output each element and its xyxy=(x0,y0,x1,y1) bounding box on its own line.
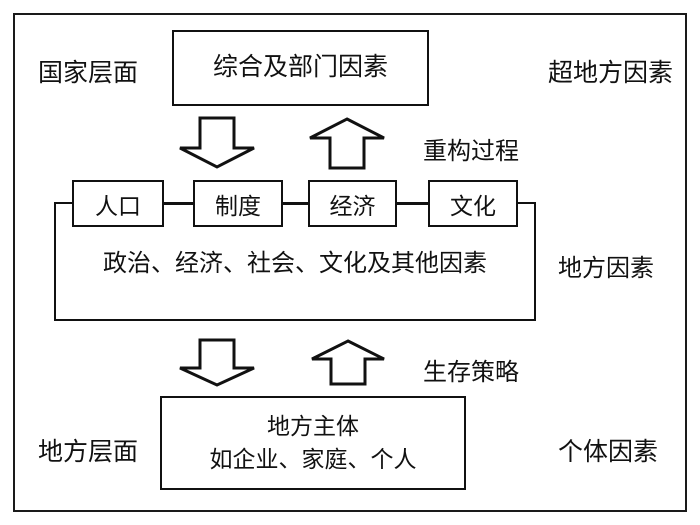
factor-box-population: 人口 xyxy=(72,180,164,227)
factor-box-institution: 制度 xyxy=(193,180,283,227)
label-local-factors: 地方因素 xyxy=(558,256,654,282)
factor-label-population: 人口 xyxy=(95,193,141,219)
label-survival-strategy: 生存策略 xyxy=(423,360,519,386)
label-national-level: 国家层面 xyxy=(38,60,139,87)
label-restructuring-process: 重构过程 xyxy=(423,139,519,165)
box-local-actors: 地方主体 如企业、家庭、个人 xyxy=(160,396,466,490)
connector-population-institution xyxy=(163,202,194,205)
label-supralocal-factors: 超地方因素 xyxy=(548,60,674,87)
label-local-level: 地方层面 xyxy=(38,439,139,466)
arrow-up-bottom-icon xyxy=(310,338,386,386)
factor-box-culture: 文化 xyxy=(428,180,518,227)
box-bottom-label-line2: 如企业、家庭、个人 xyxy=(209,447,417,472)
factor-label-economy: 经济 xyxy=(329,193,376,219)
connector-institution-economy xyxy=(282,202,309,205)
factor-label-institution: 制度 xyxy=(215,193,261,219)
bracket-factors-label: 政治、经济、社会、文化及其他因素 xyxy=(103,251,487,277)
label-individual-factors: 个体因素 xyxy=(558,439,659,466)
box-comprehensive-sector-factors: 综合及部门因素 xyxy=(172,30,429,106)
arrow-down-bottom-icon xyxy=(178,338,256,388)
factor-label-culture: 文化 xyxy=(450,193,496,219)
arrow-down-top-icon xyxy=(178,116,256,170)
arrow-up-top-icon xyxy=(308,116,386,170)
factor-box-economy: 经济 xyxy=(308,180,397,227)
outer-frame xyxy=(13,13,687,512)
box-top-label: 综合及部门因素 xyxy=(212,54,388,81)
box-bottom-label-line1: 地方主体 xyxy=(267,413,359,439)
connector-economy-culture xyxy=(396,202,429,205)
